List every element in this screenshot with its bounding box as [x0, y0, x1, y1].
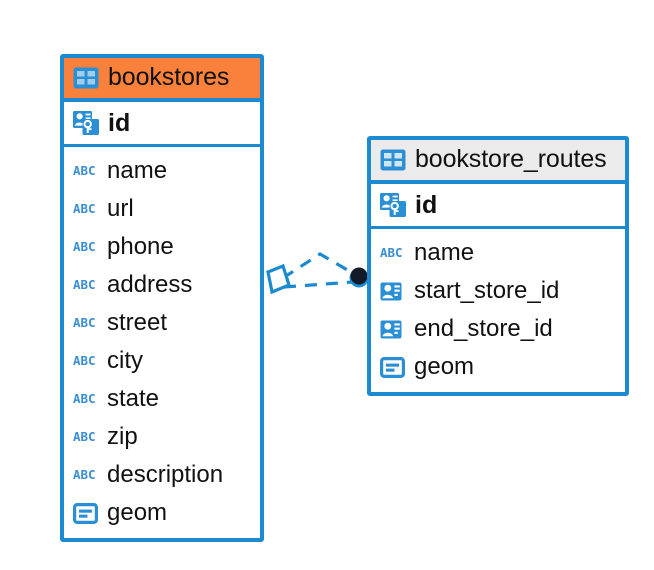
svg-text:ABC: ABC [73, 430, 96, 444]
field-row[interactable]: geom [64, 494, 260, 532]
svg-text:ABC: ABC [73, 278, 96, 292]
field-label: zip [107, 423, 138, 450]
text-abc-icon: ABC [73, 316, 98, 330]
field-row[interactable]: ABC address [64, 266, 260, 304]
field-row[interactable]: ABC name [371, 234, 625, 272]
primary-key-label: id [415, 190, 438, 219]
primary-key-row-bookstore-routes[interactable]: id [371, 184, 625, 229]
svg-text:ABC: ABC [73, 240, 96, 254]
field-row[interactable]: geom [371, 348, 625, 386]
field-label: description [107, 461, 224, 488]
svg-text:ABC: ABC [73, 316, 96, 330]
field-row[interactable]: end_store_id [371, 310, 625, 348]
field-label: end_store_id [414, 315, 553, 342]
field-label: phone [107, 233, 174, 260]
field-row[interactable]: ABC url [64, 190, 260, 228]
field-label: start_store_id [414, 277, 560, 304]
primary-key-row-bookstores[interactable]: id [64, 102, 260, 147]
field-label: geom [107, 499, 168, 526]
svg-text:ABC: ABC [380, 246, 403, 260]
text-abc-icon: ABC [73, 202, 98, 216]
relationship-line-lower [283, 280, 354, 289]
entity-title: bookstore_routes [415, 145, 607, 173]
field-list-bookstores: ABC name ABC url ABC p [64, 147, 260, 538]
text-abc-icon: ABC [73, 468, 98, 482]
field-row[interactable]: ABC phone [64, 228, 260, 266]
field-row[interactable]: ABC name [64, 152, 260, 190]
foreign-key-icon [380, 281, 405, 302]
text-abc-icon: ABC [73, 240, 98, 254]
text-abc-icon: ABC [73, 430, 98, 444]
svg-text:ABC: ABC [73, 202, 96, 216]
primary-key-icon [380, 193, 406, 217]
relationship-line-upper [282, 252, 357, 280]
table-icon [380, 149, 406, 171]
field-label: geom [414, 353, 475, 380]
entity-bookstore-routes[interactable]: bookstore_routes id [367, 136, 629, 396]
foreign-key-icon [380, 319, 405, 340]
entity-bookstores[interactable]: bookstores id [60, 54, 264, 542]
field-row[interactable]: start_store_id [371, 272, 625, 310]
entity-header-bookstores[interactable]: bookstores [64, 58, 260, 102]
field-label: state [107, 385, 160, 412]
svg-text:ABC: ABC [73, 468, 96, 482]
text-abc-icon: ABC [380, 246, 405, 260]
svg-text:ABC: ABC [73, 354, 96, 368]
text-abc-icon: ABC [73, 164, 98, 178]
field-label: street [107, 309, 168, 336]
geometry-icon [380, 356, 405, 378]
field-row[interactable]: ABC zip [64, 418, 260, 456]
entity-header-bookstore-routes[interactable]: bookstore_routes [371, 140, 625, 184]
primary-key-icon [73, 111, 99, 135]
field-label: name [107, 157, 168, 184]
field-row[interactable]: ABC state [64, 380, 260, 418]
text-abc-icon: ABC [73, 354, 98, 368]
field-label: city [107, 347, 143, 374]
svg-text:ABC: ABC [73, 392, 96, 406]
filled-circle-marker-ring [349, 268, 369, 288]
diamond-marker [266, 263, 291, 295]
field-label: name [414, 239, 475, 266]
text-abc-icon: ABC [73, 392, 98, 406]
field-list-bookstore-routes: ABC name start_store_id [371, 229, 625, 392]
entity-title: bookstores [108, 63, 230, 91]
primary-key-label: id [108, 108, 131, 137]
filled-circle-marker [350, 267, 368, 285]
geometry-icon [73, 502, 98, 524]
field-row[interactable]: ABC city [64, 342, 260, 380]
field-row[interactable]: ABC description [64, 456, 260, 494]
field-label: url [107, 195, 134, 222]
field-label: address [107, 271, 193, 298]
field-row[interactable]: ABC street [64, 304, 260, 342]
table-icon [73, 67, 99, 89]
svg-text:ABC: ABC [73, 164, 96, 178]
text-abc-icon: ABC [73, 278, 98, 292]
